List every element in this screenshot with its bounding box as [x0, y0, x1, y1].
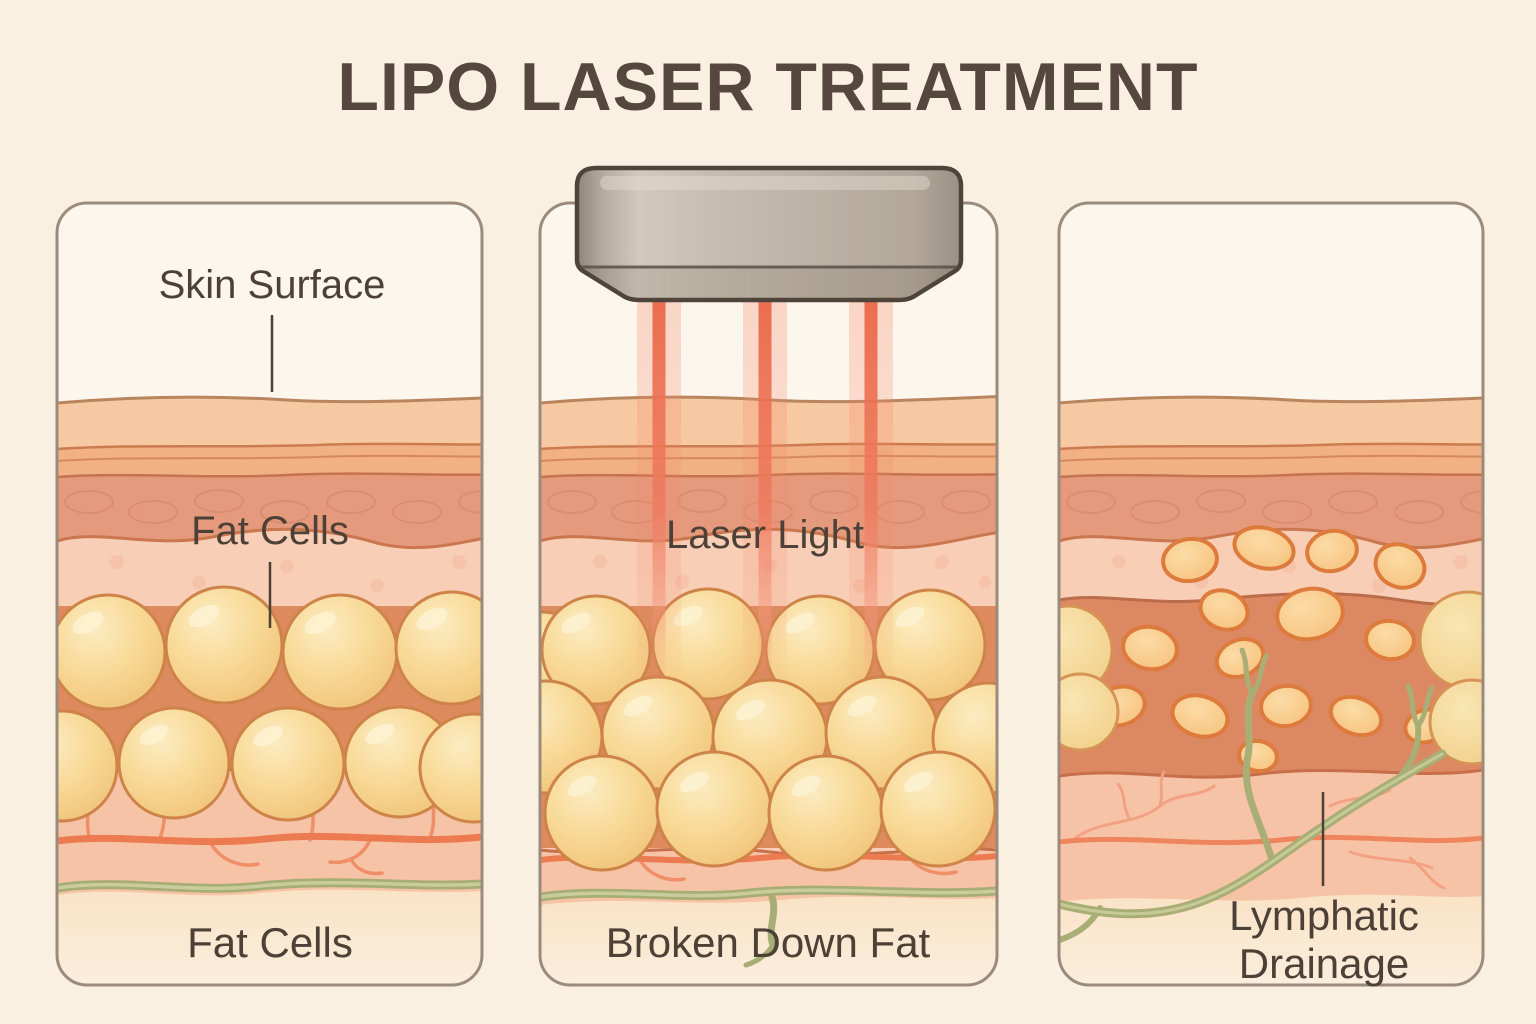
- deep-tissue-layer: [57, 889, 482, 985]
- fat-cell: [57, 709, 119, 823]
- fat-blob: [1259, 683, 1313, 729]
- fat-blob: [1170, 693, 1230, 739]
- laser-device-handpiece: [574, 165, 964, 303]
- laser-beam: [758, 296, 772, 680]
- laser-light-label: Laser Light: [666, 513, 864, 557]
- fat-blob: [1305, 528, 1359, 574]
- laser-beam: [864, 296, 878, 680]
- fat-blob: [1275, 586, 1345, 642]
- deep-tissue-layer: [1059, 894, 1483, 985]
- panel-border: [1057, 201, 1485, 987]
- fat-cell: [1428, 678, 1483, 766]
- lymphatic-drainage-label-line1: Lymphatic: [1229, 892, 1419, 939]
- panel-before-caption: Fat Cells: [187, 919, 353, 966]
- fat-cell: [879, 750, 997, 868]
- fat-blob: [1364, 618, 1416, 662]
- fat-blob: [1328, 694, 1384, 738]
- fat-cell: [418, 712, 482, 824]
- panel-during: Laser Light Broken Down Fat: [538, 165, 999, 987]
- fat-blob: [1121, 624, 1179, 672]
- fat-cell: [117, 706, 231, 820]
- fat-blob: [1232, 525, 1296, 571]
- fat-cell-highlights: [57, 604, 448, 750]
- laser-beam: [652, 296, 666, 680]
- fat-cell: [1418, 590, 1483, 690]
- page-title: LIPO LASER TREATMENT: [337, 49, 1198, 125]
- lymphatic-vessel-tree: [1059, 647, 1447, 943]
- fat-cell: [655, 750, 773, 868]
- fat-blob: [1373, 542, 1427, 590]
- fat-blob: [1161, 536, 1219, 584]
- fat-cells-layer: [57, 585, 482, 824]
- fat-cell: [767, 754, 885, 872]
- fat-cells-label: Fat Cells: [191, 509, 349, 553]
- fat-cell: [281, 593, 399, 711]
- laser-beams: [637, 296, 893, 700]
- blood-vessel: [1059, 770, 1483, 890]
- panel-before: Skin Surface Fat Cells Fat Cells: [55, 201, 484, 987]
- panel-border: [55, 201, 484, 987]
- fat-cell: [164, 585, 284, 705]
- lymphatic-drainage-label-line2: Drainage: [1239, 940, 1409, 987]
- fat-cell: [543, 754, 661, 872]
- fat-cell: [230, 706, 346, 822]
- lymph-vessel: [540, 885, 997, 968]
- fat-cell: [394, 590, 482, 706]
- fat-cell-highlights: [561, 605, 933, 797]
- skin-surface-label: Skin Surface: [159, 263, 386, 307]
- panel-during-caption: Broken Down Fat: [606, 919, 931, 966]
- remaining-fat-cells: [1059, 590, 1483, 766]
- fat-cell: [57, 593, 167, 711]
- panel-after: Lymphatic Drainage: [1057, 201, 1485, 987]
- fat-cell: [1059, 672, 1120, 752]
- fat-blob: [1198, 588, 1250, 632]
- lymph-vessel: [57, 878, 482, 893]
